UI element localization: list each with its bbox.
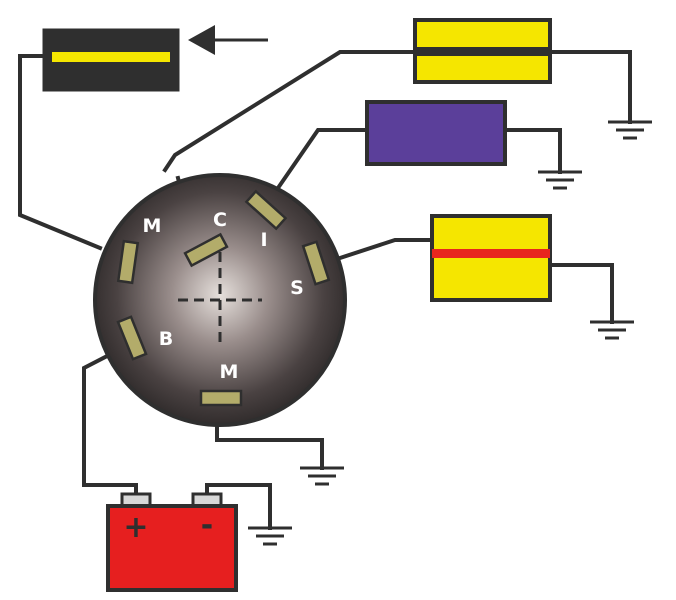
ground-symbol-icon — [248, 526, 292, 546]
contact-b — [116, 315, 148, 361]
accessory-box — [42, 28, 180, 92]
terminal-label-b: B — [159, 328, 173, 350]
wire-lower-yellow-ground — [548, 263, 614, 324]
terminal-label-i: I — [260, 229, 267, 251]
ground-symbol-icon — [300, 466, 344, 486]
lower-yellow-component — [430, 214, 552, 302]
terminal-label-s: S — [290, 277, 304, 299]
switch-crosshair — [178, 252, 262, 346]
contact-s — [301, 240, 331, 286]
ground-symbol-icon — [590, 320, 634, 340]
wire-purple — [275, 128, 369, 191]
wire-accessory-box — [18, 54, 103, 251]
contact-c — [183, 232, 229, 268]
wire-top-yellow-ground — [548, 50, 632, 124]
wire-battery-negative — [205, 483, 272, 530]
wire-lower-yellow — [337, 238, 434, 261]
battery-negative-label: - — [201, 508, 213, 543]
battery: + - — [106, 492, 238, 592]
ignition-switch: M C I S B M — [93, 173, 347, 427]
top-yellow-component — [413, 18, 552, 84]
terminal-label-m-bottom: M — [220, 361, 239, 383]
contact-m-top — [116, 239, 140, 285]
battery-positive-label: + — [123, 510, 148, 545]
ground-symbol-icon — [608, 120, 652, 140]
ground-symbol-icon — [538, 170, 582, 190]
contact-i — [244, 189, 288, 231]
contact-m-bottom — [199, 389, 243, 407]
terminal-label-m-top: M — [143, 215, 162, 237]
wire-purple-ground — [503, 128, 562, 174]
wire-battery-positive — [82, 349, 138, 497]
purple-component — [365, 100, 507, 166]
terminal-label-c: C — [213, 209, 227, 231]
wire-top-yellow — [162, 50, 417, 173]
arrow-left-icon — [188, 25, 268, 55]
